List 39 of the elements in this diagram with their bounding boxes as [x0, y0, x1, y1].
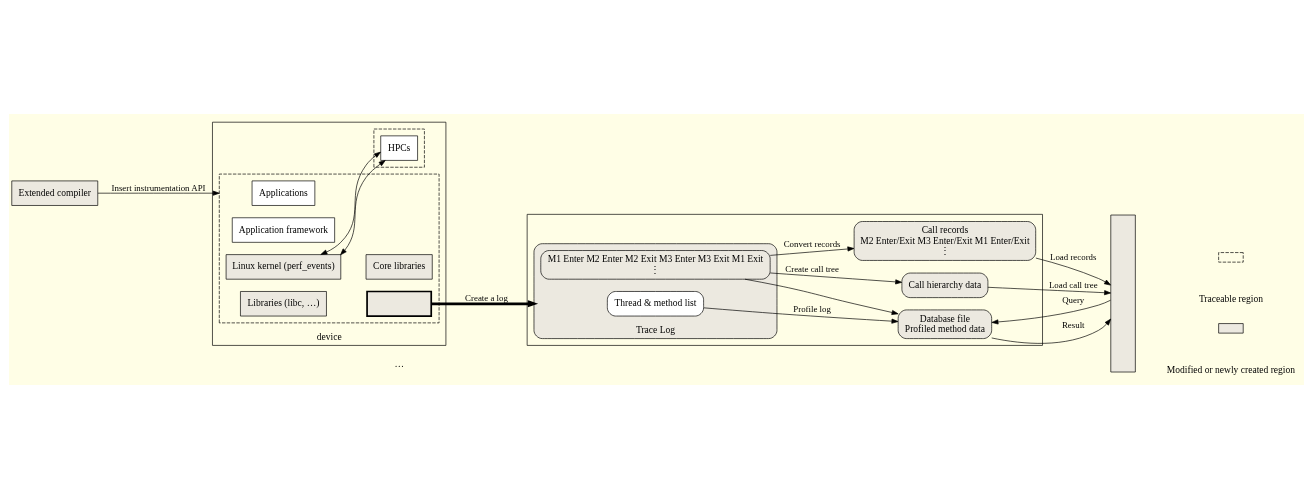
- node-box: Extended compiler: [11, 180, 99, 206]
- arrow: [97, 190, 220, 196]
- node-box: HPCs: [380, 135, 418, 161]
- arrow: [991, 299, 1111, 324]
- node-box: [1110, 214, 1136, 372]
- arrow: [340, 159, 386, 255]
- legend-label: Modified or newly created region: [1166, 363, 1296, 375]
- arrow: [769, 246, 855, 256]
- node-box: [366, 290, 433, 317]
- arrow: [320, 151, 381, 255]
- node-box: Libraries (libc, …): [240, 290, 327, 316]
- edge-label: Load records: [1049, 251, 1097, 262]
- arrow: [769, 272, 903, 284]
- edge-label: Create a log: [465, 292, 508, 303]
- node-box: Thread & method list: [607, 290, 704, 316]
- node-box: Applications: [251, 180, 316, 206]
- arrow: [431, 299, 539, 307]
- edge-label: Result: [1061, 319, 1085, 330]
- node-box: M1 Enter M2 Enter M2 Exit M3 Enter M3 Exit M1 Exit ⋮: [540, 249, 771, 280]
- edge-label: Query: [1062, 294, 1085, 305]
- cluster: [218, 173, 440, 323]
- arrow: [1035, 257, 1111, 285]
- node-box: Call hierarchy data: [901, 272, 989, 298]
- label: …: [394, 357, 404, 369]
- arrow: [991, 318, 1112, 344]
- node-box: Application framework: [231, 216, 335, 243]
- edge-label: Create call tree: [785, 263, 839, 274]
- node-box: Core libraries: [365, 253, 433, 280]
- node-box: Database file Profiled method data: [897, 309, 992, 339]
- edge-label: Load call tree: [1048, 279, 1098, 290]
- edge-label: Profile log: [793, 303, 831, 314]
- edge-label: Insert instrumentation API: [111, 182, 206, 193]
- node-box: Call records M2 Enter/Exit M3 Enter/Exit M1 Enter/Exit ⋮: [853, 220, 1037, 261]
- arrow: [744, 278, 899, 315]
- node-box: Linux kernel (perf_events): [225, 253, 342, 280]
- arrow: [987, 286, 1111, 295]
- edge-label: Convert records: [783, 238, 841, 249]
- legend-label: Traceable region: [1198, 292, 1263, 304]
- arrow: [703, 307, 899, 324]
